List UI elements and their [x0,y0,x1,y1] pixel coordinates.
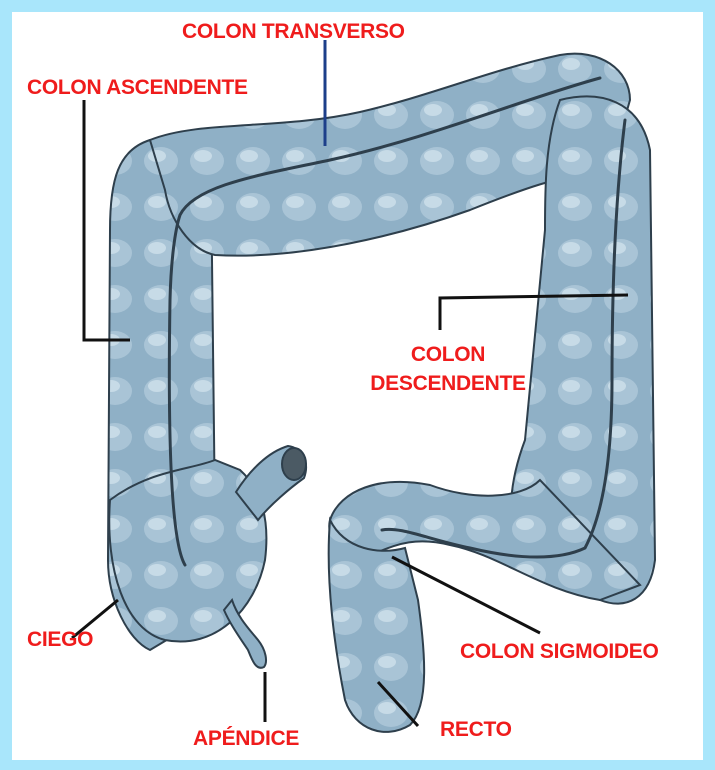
label-colon-transverso: COLON TRANSVERSO [182,20,405,44]
label-colon-sigmoideo: COLON SIGMOIDEO [460,640,659,664]
rectum [329,520,424,732]
label-colon-ascendente: COLON ASCENDENTE [27,76,248,100]
ileum-opening [282,448,306,480]
label-recto: RECTO [440,718,512,742]
label-colon-descendente-line1: COLON [378,343,518,367]
label-colon-descendente-line2: DESCENDENTE [368,372,528,396]
appendix [224,600,266,668]
label-ciego: CIEGO [27,628,93,652]
label-apendice: APÉNDICE [193,727,299,751]
